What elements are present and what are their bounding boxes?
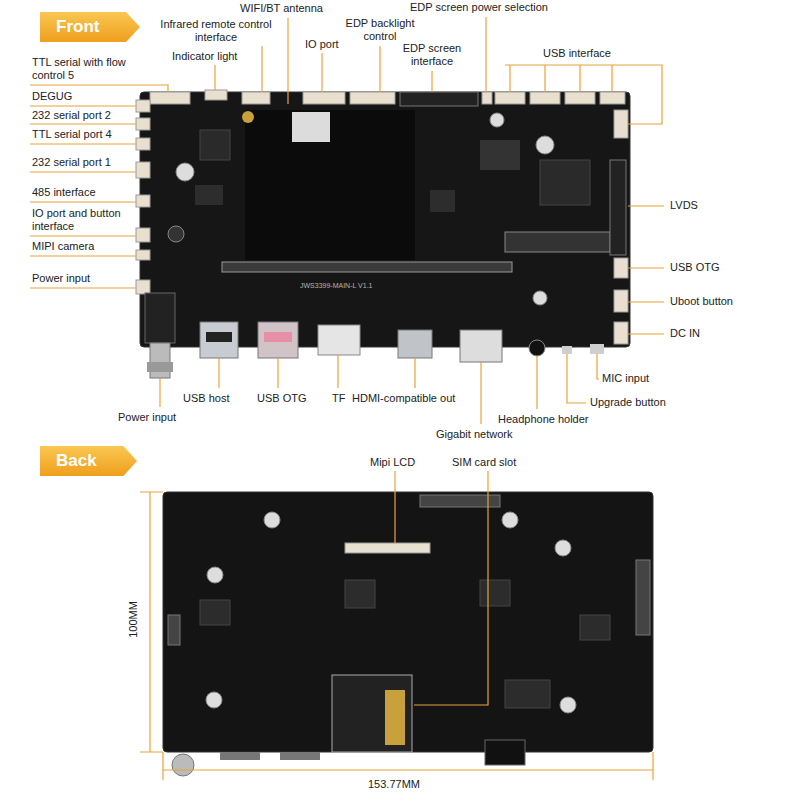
callout-label: IO port: [305, 38, 365, 51]
callout-label: 232 serial port 2: [32, 109, 132, 122]
callout-label: TF: [332, 392, 352, 405]
callout-label: 232 serial port 1: [32, 156, 132, 169]
callout-label: Power input: [118, 411, 198, 424]
callout-label: Uboot button: [670, 295, 770, 308]
callout-label: EDP screen interface: [392, 42, 472, 68]
callout-label: DEGUG: [32, 90, 132, 103]
section-banner: Front: [40, 12, 140, 42]
callout-label: Gigabit network: [436, 428, 546, 441]
section-banner: Back: [40, 446, 137, 476]
callout-label: Indicator light: [172, 50, 262, 63]
callout-label: 485 interface: [32, 186, 132, 199]
callout-label: DC IN: [670, 327, 770, 340]
banner-title: Back: [40, 446, 97, 476]
callout-label: MIC input: [602, 372, 692, 385]
callout-label: Infrared remote control interface: [160, 18, 272, 44]
callout-label: EDP backlight control: [330, 17, 430, 43]
callout-label: WIFI/BT antenna: [240, 2, 350, 15]
callout-label: USB OTG: [670, 261, 770, 274]
callout-label: EDP screen power selection: [410, 1, 580, 14]
callout-label: Upgrade button: [590, 396, 700, 409]
dimension-label: 100MM: [127, 590, 140, 650]
callout-label: HDMI-compatible out: [352, 392, 472, 405]
callout-label: TTL serial port 4: [32, 128, 132, 141]
callout-label: LVDS: [670, 199, 770, 212]
callout-label: MIPI camera: [32, 240, 132, 253]
banner-title: Front: [40, 12, 99, 42]
callout-label: Power input: [32, 272, 132, 285]
callout-label: IO port and button interface: [32, 207, 136, 233]
silkscreen-text: JWS3399-MAIN-L V1.1: [300, 281, 410, 290]
callout-label: SIM card slot: [452, 456, 552, 469]
callout-label: USB interface: [543, 47, 653, 60]
callout-label: Headphone holder: [498, 413, 608, 426]
callout-label: USB host: [183, 392, 253, 405]
callout-label: Mipi LCD: [370, 456, 440, 469]
callout-label: USB OTG: [257, 392, 327, 405]
callout-label: TTL serial with flow control 5: [32, 56, 142, 82]
dimension-label: 153.77MM: [368, 778, 468, 791]
